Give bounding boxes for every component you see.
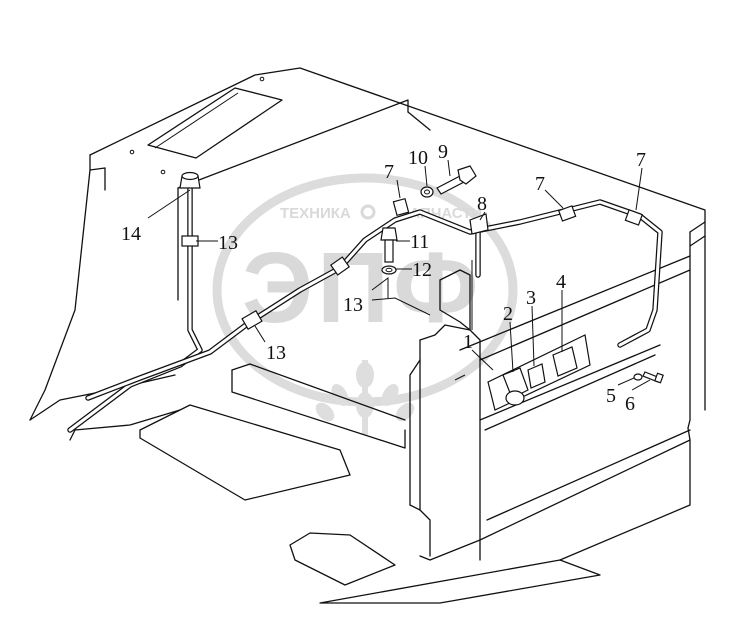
relay-4-icon: [552, 346, 578, 377]
callout-13-upper: 13: [218, 232, 238, 254]
watermark-logo: ЭПФ: [242, 232, 482, 344]
callout-1: 1: [463, 331, 473, 353]
cab-structure: [29, 67, 706, 604]
leader-lines: [147, 159, 651, 391]
valve-2-icon: [502, 367, 529, 406]
callout-6: 6: [625, 393, 635, 415]
switch-3-icon: [527, 363, 546, 389]
callout-14: 14: [121, 223, 141, 245]
callout-13-mid: 13: [343, 294, 363, 316]
clamp-13-lower-icon: [241, 309, 263, 331]
callout-7-left: 7: [384, 161, 394, 183]
watermark-gear-icon: [360, 204, 376, 220]
watermark-text-right: ЗАПЧАСТИ: [400, 205, 482, 222]
callout-13-lower: 13: [266, 342, 286, 364]
connector-8-icon: [469, 213, 489, 235]
callout-8: 8: [477, 193, 487, 215]
clamp-13-upper-icon: [181, 235, 199, 247]
callout-labels: 14 13 13 13 7 10 9 11 12 8 7 7 1 2 3 4 5…: [121, 141, 646, 415]
callout-7-right: 7: [636, 149, 646, 171]
callout-7-mid: 7: [535, 173, 545, 195]
tubing: [67, 179, 663, 433]
watermark-text-top: ТЕХНИКА: [280, 205, 351, 222]
bolt-11-icon: [380, 227, 398, 263]
callout-11: 11: [410, 231, 429, 253]
washer-5-icon: [633, 373, 643, 381]
callout-5: 5: [606, 385, 616, 407]
clamp-7-right-icon: [624, 209, 644, 226]
callout-3: 3: [526, 287, 536, 309]
callout-2: 2: [503, 303, 513, 325]
callout-9: 9: [438, 141, 448, 163]
clamp-13-mid-icon: [329, 256, 351, 276]
watermark: ТЕХНИКА ЗАПЧАСТИ ЭПФ: [212, 173, 518, 435]
parts: [179, 165, 664, 411]
callout-10: 10: [408, 147, 428, 169]
clamp-7-left-icon: [392, 197, 410, 217]
screw-6-icon: [642, 371, 664, 384]
clamp-7-mid-icon: [557, 205, 577, 222]
washer-12-icon: [381, 265, 397, 275]
washer-10-icon: [420, 186, 434, 198]
bolt-9-icon: [436, 165, 477, 195]
fitting-14-icon: [179, 171, 201, 189]
callout-12: 12: [412, 259, 432, 281]
callout-4: 4: [556, 271, 566, 293]
